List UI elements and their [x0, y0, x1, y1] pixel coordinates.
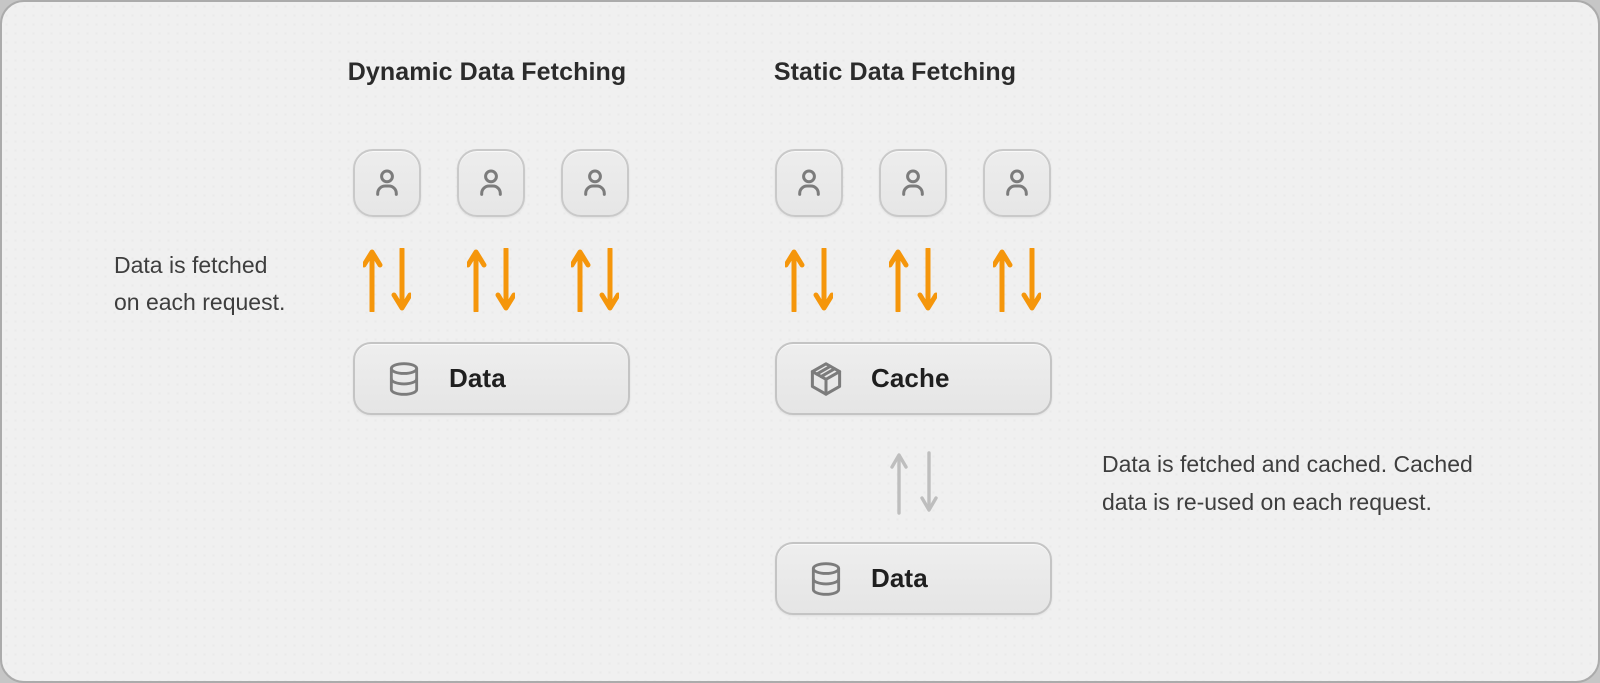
- up-down-arrows-icon: [571, 248, 619, 312]
- user-icon: [376, 169, 398, 196]
- user-icon: [798, 169, 820, 196]
- dynamic-caption-line2: on each request.: [114, 289, 286, 315]
- data-node: Data: [775, 542, 1052, 615]
- cache-data-up-down-arrows-icon: [890, 451, 938, 515]
- user-icon: [480, 169, 502, 196]
- up-down-arrows-icon: [363, 248, 411, 312]
- database-icon: [385, 360, 423, 398]
- package-icon: [807, 360, 845, 398]
- up-down-arrows-icon: [889, 248, 937, 312]
- user-tile: [775, 149, 843, 217]
- static-caption-line1: Data is fetched and cached. Cached: [1102, 451, 1473, 477]
- static-caption: Data is fetched and cached. Cached data …: [1102, 445, 1473, 521]
- dynamic-panel-title: Dynamic Data Fetching: [347, 58, 627, 86]
- data-node-label: Data: [871, 563, 928, 593]
- user-tile: [561, 149, 629, 217]
- database-icon: [807, 560, 845, 598]
- cache-node-label: Cache: [871, 363, 950, 393]
- up-down-arrows-icon: [785, 248, 833, 312]
- static-caption-line2: data is re-used on each request.: [1102, 489, 1432, 515]
- up-down-arrows-icon: [993, 248, 1041, 312]
- dynamic-caption-line1: Data is fetched: [114, 252, 268, 278]
- static-panel-title: Static Data Fetching: [773, 58, 1017, 86]
- up-down-arrows-icon: [467, 248, 515, 312]
- user-icon: [584, 169, 606, 196]
- user-tile: [983, 149, 1051, 217]
- data-node: Data: [353, 342, 630, 415]
- user-icon: [902, 169, 924, 196]
- user-icon: [1006, 169, 1028, 196]
- cache-node: Cache: [775, 342, 1052, 415]
- user-tile: [353, 149, 421, 217]
- user-tile: [457, 149, 525, 217]
- data-node-label: Data: [449, 363, 506, 393]
- user-tile: [879, 149, 947, 217]
- dynamic-caption: Data is fetched on each request.: [114, 247, 285, 321]
